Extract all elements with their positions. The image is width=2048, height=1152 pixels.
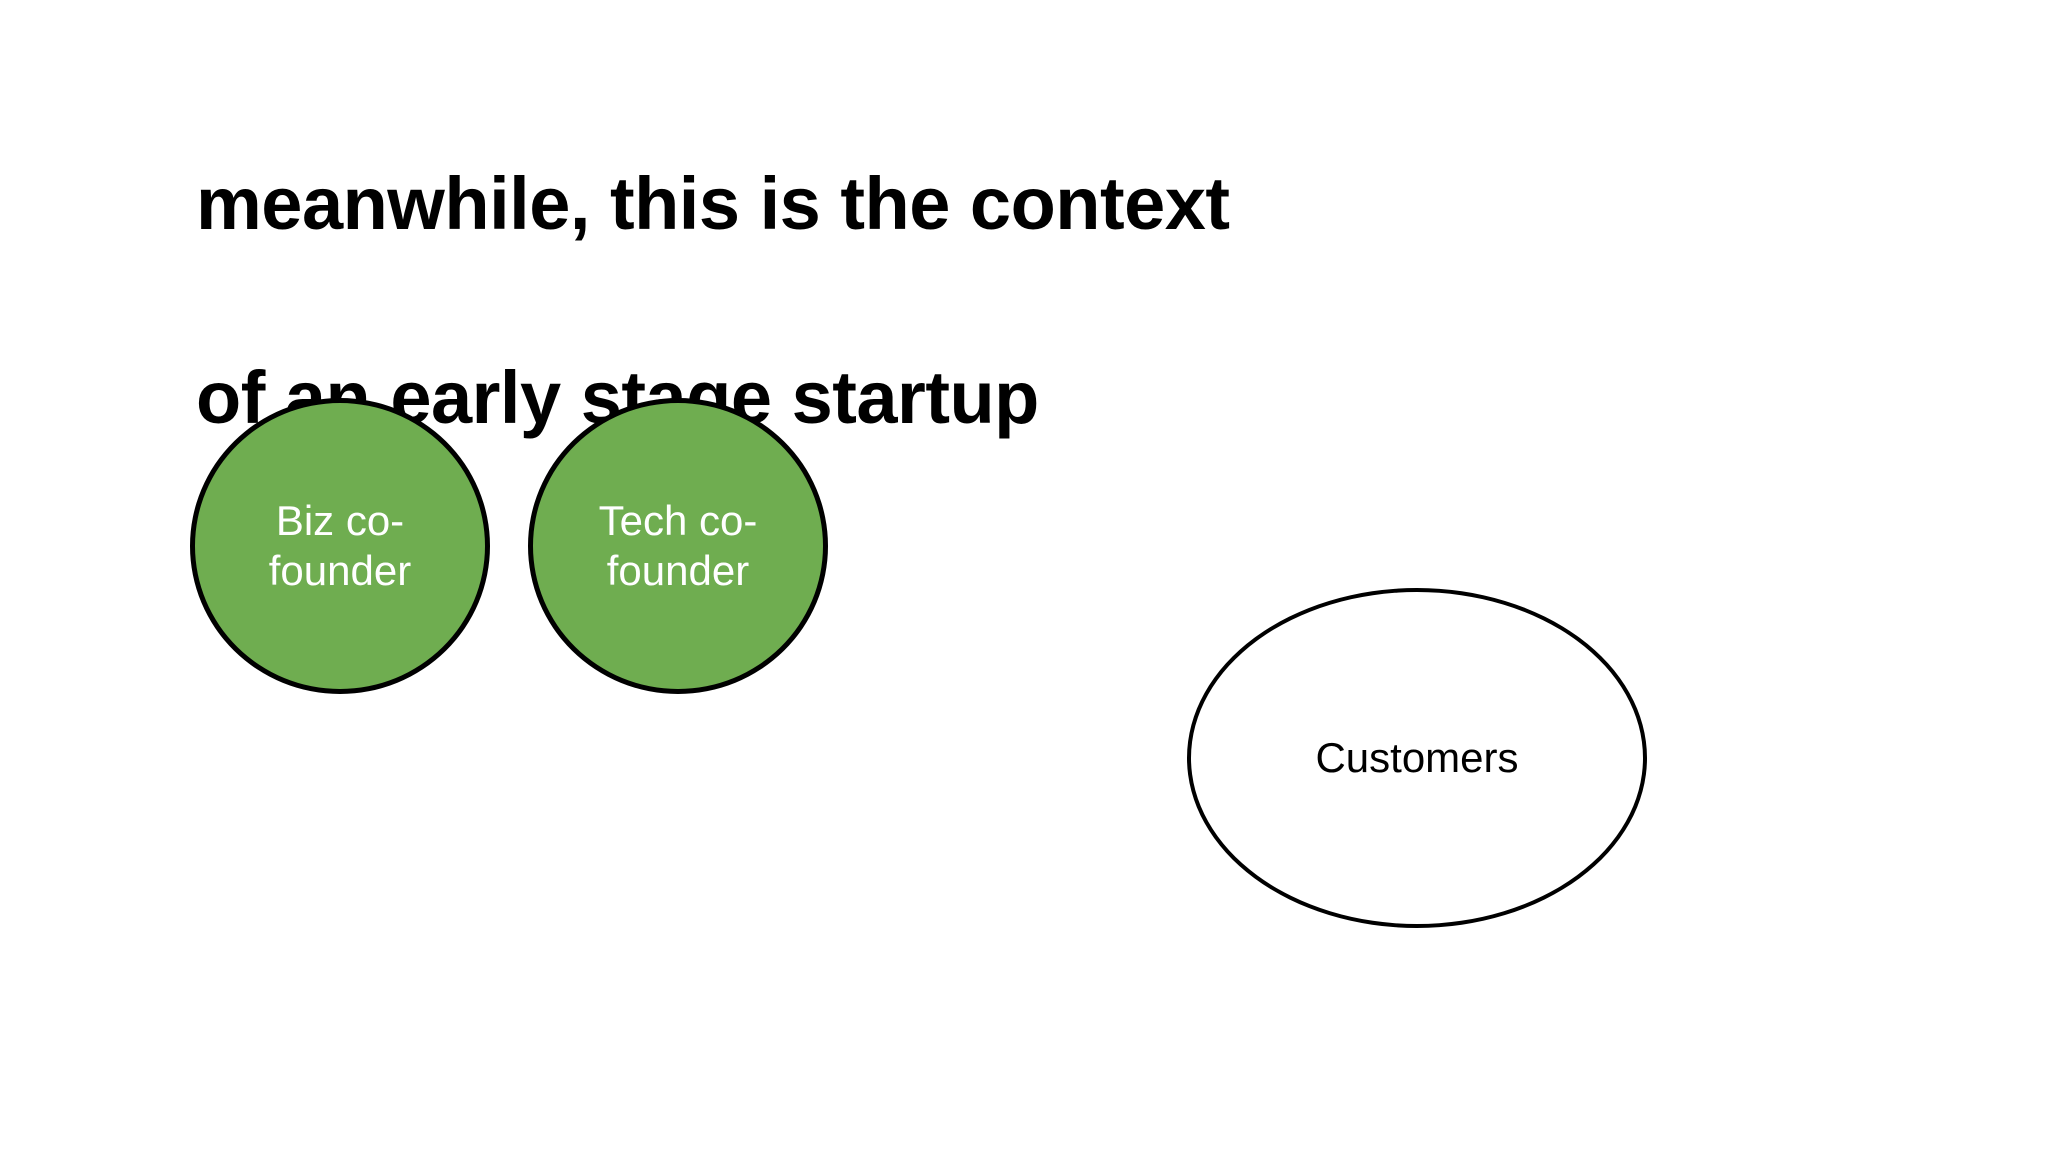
diagram-node-customers-label: Customers: [1315, 734, 1519, 782]
diagram-node-customers[interactable]: Customers: [1187, 588, 1647, 928]
diagram-node-tech-cofounder-label: Tech co-founder: [598, 497, 758, 594]
diagram-node-tech-cofounder[interactable]: Tech co-founder: [528, 398, 828, 694]
diagram-node-biz-cofounder[interactable]: Biz co-founder: [190, 398, 490, 694]
page-title-line-1: meanwhile, this is the context: [196, 162, 1230, 245]
diagram-node-biz-cofounder-label: Biz co-founder: [268, 497, 412, 594]
